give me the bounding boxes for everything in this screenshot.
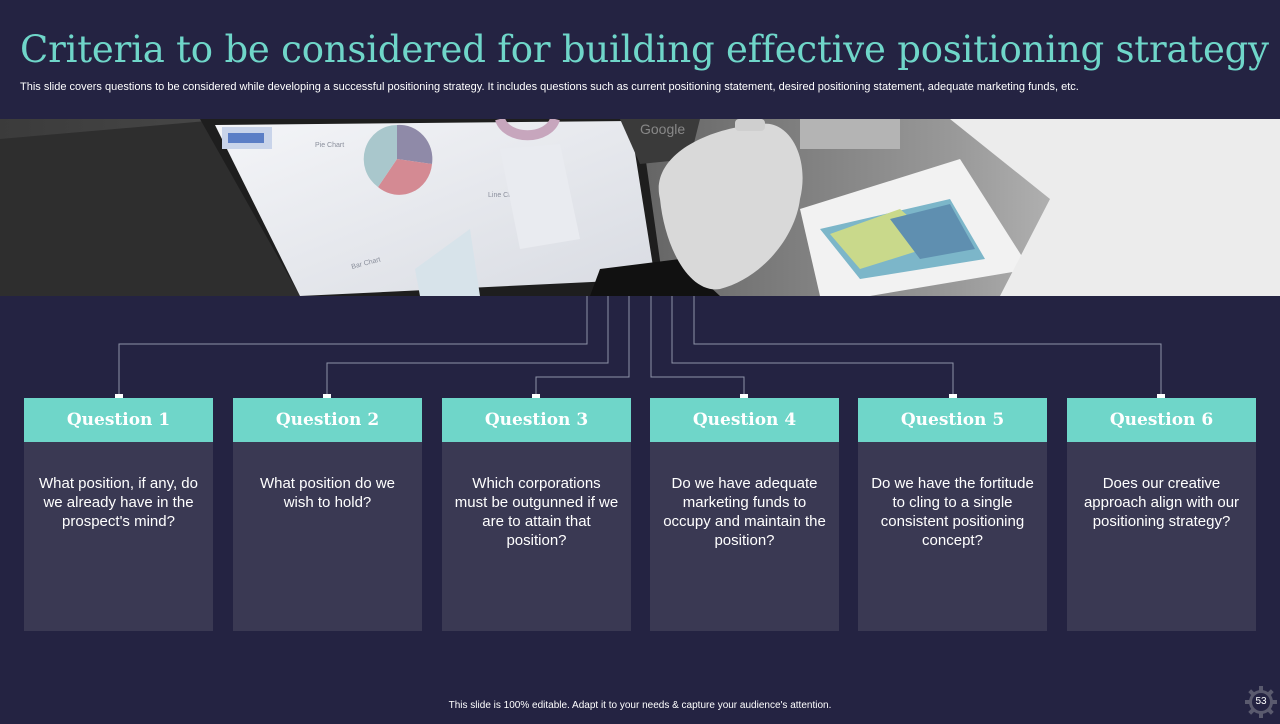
question-6-text: Does our creative approach align with ou… <box>1067 442 1256 631</box>
question-5-text: Do we have the fortitude to cling to a s… <box>858 442 1047 631</box>
question-6-header: Question 6 <box>1067 398 1256 442</box>
question-5-header: Question 5 <box>858 398 1047 442</box>
line-chart-label: Line Chart <box>488 192 520 199</box>
page-number: 53 <box>1255 696 1267 707</box>
google-label: Google <box>640 121 685 137</box>
page-number-badge: 53 <box>1244 685 1278 719</box>
question-3-header: Question 3 <box>442 398 631 442</box>
question-1-header: Question 1 <box>24 398 213 442</box>
pie-chart-label: Pie Chart <box>315 142 344 149</box>
question-3-text: Which corporations must be outgunned if … <box>442 442 631 631</box>
laptop-photo: Pie Chart Line Chart Bar Chart Google <box>0 119 1280 296</box>
question-1-text: What position, if any, do we already hav… <box>24 442 213 631</box>
footer-note: This slide is 100% editable. Adapt it to… <box>448 700 832 711</box>
page-title: Criteria to be considered for building e… <box>20 28 1269 71</box>
gear-icon <box>1245 686 1277 718</box>
question-2-text: What position do we wish to hold? <box>233 442 422 631</box>
question-2-header: Question 2 <box>233 398 422 442</box>
question-4-text: Do we have adequate marketing funds to o… <box>650 442 839 631</box>
question-4-header: Question 4 <box>650 398 839 442</box>
page-subtitle: This slide covers questions to be consid… <box>20 81 1079 93</box>
